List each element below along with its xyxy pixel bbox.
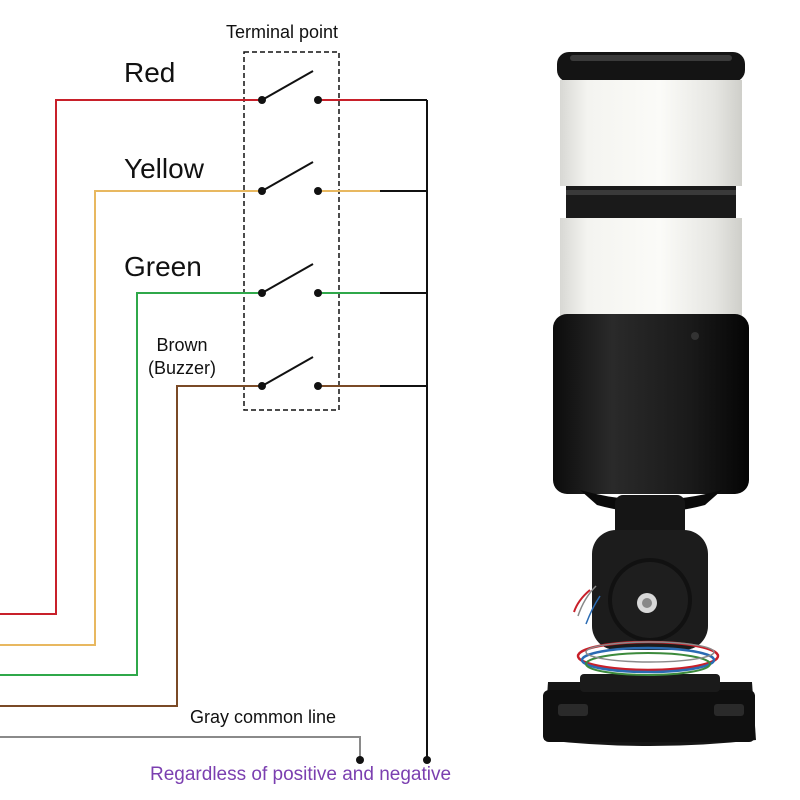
- polarity-note: Regardless of positive and negative: [150, 764, 452, 785]
- yellow-terminal-right: [314, 187, 322, 195]
- yellow-switch-blade: [261, 161, 314, 192]
- yellow-wire: [0, 190, 262, 646]
- signal-tower-light: [543, 52, 756, 746]
- green-terminal-left: [258, 289, 266, 297]
- red-switch-blade: [261, 70, 314, 101]
- terminal-point-label: Terminal point: [226, 22, 339, 42]
- brown-terminal-right: [314, 382, 322, 390]
- brown-wire-label-line1: Brown: [156, 335, 208, 355]
- red-terminal-right: [314, 96, 322, 104]
- common-bus-terminal: [423, 756, 431, 764]
- brown-terminal-left: [258, 382, 266, 390]
- gray-common-line: [0, 736, 361, 760]
- green-terminal-right: [314, 289, 322, 297]
- red-wire: [0, 99, 262, 615]
- red-wire-label: Red: [124, 57, 176, 88]
- brown-wire-label-line2: (Buzzer): [148, 358, 217, 378]
- gray-common-line-label: Gray common line: [190, 707, 337, 727]
- green-wire: [0, 292, 262, 676]
- yellow-wire-label: Yellow: [124, 153, 204, 184]
- green-wire-label: Green: [124, 251, 202, 282]
- yellow-terminal-left: [258, 187, 266, 195]
- brown-switch-blade: [261, 356, 314, 387]
- terminal-box: [243, 51, 340, 411]
- gray-common-terminal: [356, 756, 364, 764]
- red-terminal-left: [258, 96, 266, 104]
- brown-wire-label: Brown (Buzzer): [148, 334, 216, 380]
- green-switch-blade: [261, 263, 314, 294]
- brown-wire: [0, 385, 262, 707]
